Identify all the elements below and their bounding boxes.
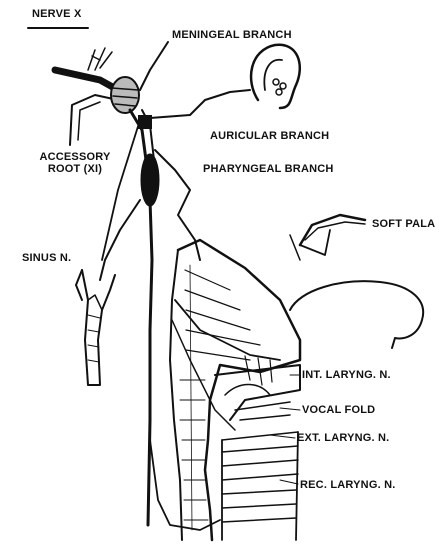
label-ext-laryng-n: EXT. LARYNG. N. (297, 432, 389, 444)
nerve-x-root (55, 70, 118, 90)
label-soft-palate: SOFT PALA (372, 218, 435, 230)
pharynx-drawing (170, 240, 300, 540)
label-nerve-x: NERVE X (32, 8, 82, 20)
soft-palate-drawing (290, 215, 365, 260)
ear-drawing (251, 45, 300, 108)
accessory-root (70, 95, 118, 145)
label-auricular-branch: AURICULAR BRANCH (210, 130, 329, 142)
ext-laryngeal-line (172, 320, 235, 430)
label-sinus-n: SINUS N. (22, 252, 71, 264)
label-accessory-root-line2: ROOT (XI) (32, 163, 118, 175)
larynx-drawing (215, 365, 300, 540)
label-accessory-root-line1: ACCESSORY (32, 151, 118, 163)
carotid-bifurcation (76, 270, 115, 385)
label-meningeal-branch: MENINGEAL BRANCH (172, 29, 292, 41)
tongue-drawing (290, 281, 423, 348)
label-vocal-fold: VOCAL FOLD (302, 404, 375, 416)
meningeal-branch-line (140, 42, 168, 90)
label-pharyngeal-branch: PHARYNGEAL BRANCH (203, 163, 334, 175)
label-rec-laryng-n: REC. LARYNG. N. (300, 479, 396, 491)
label-accessory-root: ACCESSORY ROOT (XI) (32, 151, 118, 175)
inferior-ganglion (141, 154, 159, 206)
superior-ganglion (111, 77, 139, 113)
auricular-branch-line (150, 90, 250, 118)
label-int-laryng-n: INT. LARYNG. N. (302, 369, 391, 381)
